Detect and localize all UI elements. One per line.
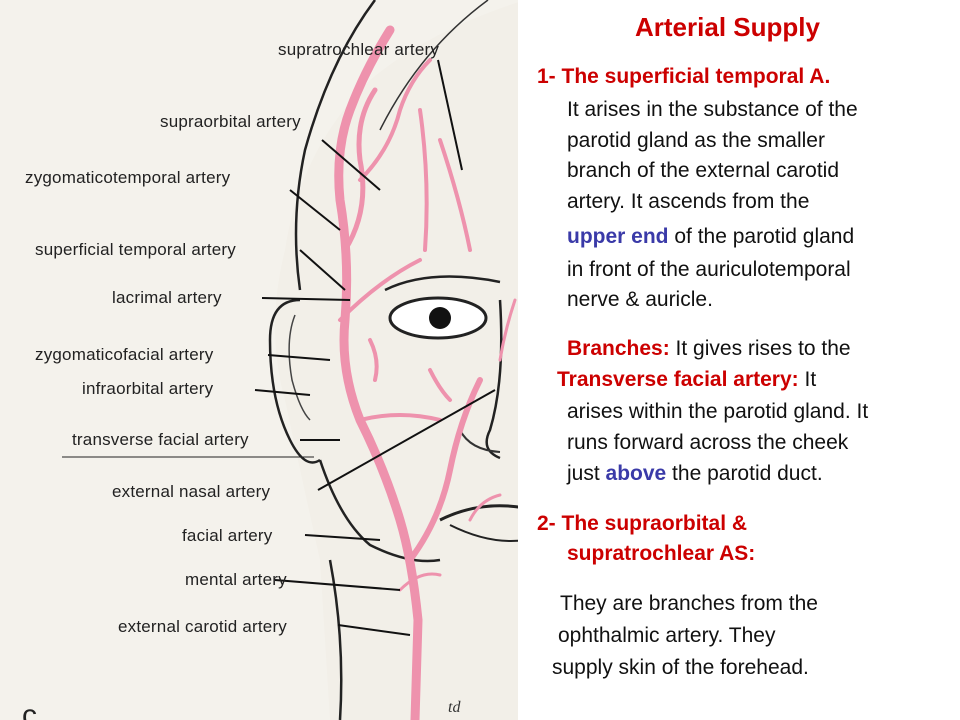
- anatomy-figure: supratrochlear artery supraorbital arter…: [0, 0, 525, 720]
- p2-line-2: Transverse facial artery: It: [557, 367, 816, 393]
- artist-signature: td: [448, 699, 461, 716]
- leader-supratrochlear: [437, 59, 463, 171]
- label-lacrimal-artery: lacrimal artery: [112, 288, 222, 307]
- zygomatico-orbital-branch: [338, 258, 422, 322]
- leader-lines: [254, 59, 496, 636]
- leader-zygomaticotemporal: [289, 189, 341, 231]
- label-facial-artery: facial artery: [182, 526, 273, 545]
- frontal-branch: [342, 87, 378, 253]
- leader-lacrimal: [261, 297, 351, 301]
- neck-outline: [328, 559, 343, 720]
- jaw-outline: [318, 459, 441, 563]
- p2-line-4: runs forward across the cheek: [567, 431, 849, 454]
- highlight-upper-end: upper end: [567, 225, 669, 248]
- p3-line-2: ophthalmic artery. They: [558, 624, 776, 647]
- zygomaticofacial-branch: [368, 338, 379, 382]
- label-external-nasal-artery: external nasal artery: [112, 482, 271, 501]
- label-mental-artery: mental artery: [185, 570, 287, 589]
- transverse-facial-branch: [358, 413, 442, 422]
- label-supraorbital-artery: supraorbital artery: [160, 112, 301, 131]
- p3-line-3: supply skin of the forehead.: [552, 656, 809, 679]
- forehead-contour: [379, 0, 489, 131]
- leader-superficial-temporal: [299, 249, 346, 291]
- label-infraorbital-artery: infraorbital artery: [82, 379, 214, 398]
- corner-letter: c: [22, 699, 37, 720]
- p2-line-5: just above the parotid duct.: [567, 461, 823, 487]
- leader-external-nasal: [317, 389, 496, 491]
- p2-line-5-pre: just: [567, 462, 606, 485]
- eyebrow: [384, 275, 501, 292]
- transverse-facial-label: Transverse facial artery:: [557, 368, 799, 391]
- eye-pupil: [429, 307, 451, 329]
- face-arteries-illustration: supratrochlear artery supraorbital arter…: [0, 0, 525, 720]
- label-superficial-temporal-artery: superficial temporal artery: [35, 240, 236, 259]
- artery-network: [334, 25, 517, 720]
- mental-branch: [398, 572, 442, 592]
- leader-infraorbital: [254, 389, 311, 396]
- supraorbital-branch: [418, 108, 429, 252]
- section-1-heading: 1- The superficial temporal A.: [537, 65, 831, 88]
- p1-line-1: It arises in the substance of the: [567, 98, 858, 121]
- p2-line-2-rest: It: [798, 368, 817, 391]
- leader-external-carotid: [337, 624, 411, 636]
- frontal-branch-2: [358, 58, 432, 182]
- p1-line-5-rest: of the parotid gland: [668, 225, 855, 248]
- leader-zygomaticofacial: [267, 354, 331, 361]
- label-zygomaticofacial-artery: zygomaticofacial artery: [35, 345, 214, 364]
- p1-line-5: upper end of the parotid gland: [567, 224, 854, 250]
- leader-mental: [274, 579, 401, 591]
- label-zygomaticotemporal-artery: zygomaticotemporal artery: [25, 168, 231, 187]
- facial-artery-path: [407, 377, 483, 563]
- description-panel: Arterial Supply 1- The superficial tempo…: [525, 0, 960, 720]
- superficial-temporal-artery-trunk: [334, 25, 423, 720]
- labial-branch: [468, 493, 502, 522]
- label-external-carotid-artery: external carotid artery: [118, 617, 287, 636]
- leader-facial: [304, 534, 381, 541]
- supratrochlear-branch: [438, 138, 472, 252]
- upper-lip: [439, 504, 525, 522]
- p2-line-1: Branches: It gives rises to the: [567, 336, 851, 362]
- head-outline: [294, 0, 377, 291]
- p2-line-1-rest: It gives rises to the: [669, 337, 851, 360]
- slide-title: Arterial Supply: [635, 12, 820, 42]
- ear-outline: [268, 298, 321, 464]
- p1-line-4: artery. It ascends from the: [567, 190, 810, 213]
- highlight-above: above: [605, 462, 667, 485]
- p1-line-3: branch of the external carotid: [567, 159, 839, 182]
- infraorbital-branch: [428, 368, 452, 402]
- dorsal-nasal-branch: [498, 298, 517, 362]
- p1-line-6: in front of the auriculotemporal: [567, 258, 851, 281]
- section-2-heading-line-2: supratrochlear AS:: [567, 542, 756, 565]
- section-2-heading-line-1: 2- The supraorbital &: [537, 512, 748, 535]
- branches-label: Branches:: [567, 337, 670, 360]
- p1-line-7: nerve & auricle.: [567, 288, 713, 311]
- leader-supraorbital: [321, 139, 381, 191]
- label-supratrochlear-artery: supratrochlear artery: [278, 40, 439, 59]
- p3-line-1: They are branches from the: [560, 592, 818, 615]
- p2-line-3: arises within the parotid gland. It: [567, 400, 869, 423]
- p2-line-5-rest: the parotid duct.: [666, 462, 823, 485]
- ear-inner: [288, 314, 311, 421]
- label-transverse-facial-artery: transverse facial artery: [72, 430, 249, 449]
- p1-line-2: parotid gland as the smaller: [567, 129, 825, 152]
